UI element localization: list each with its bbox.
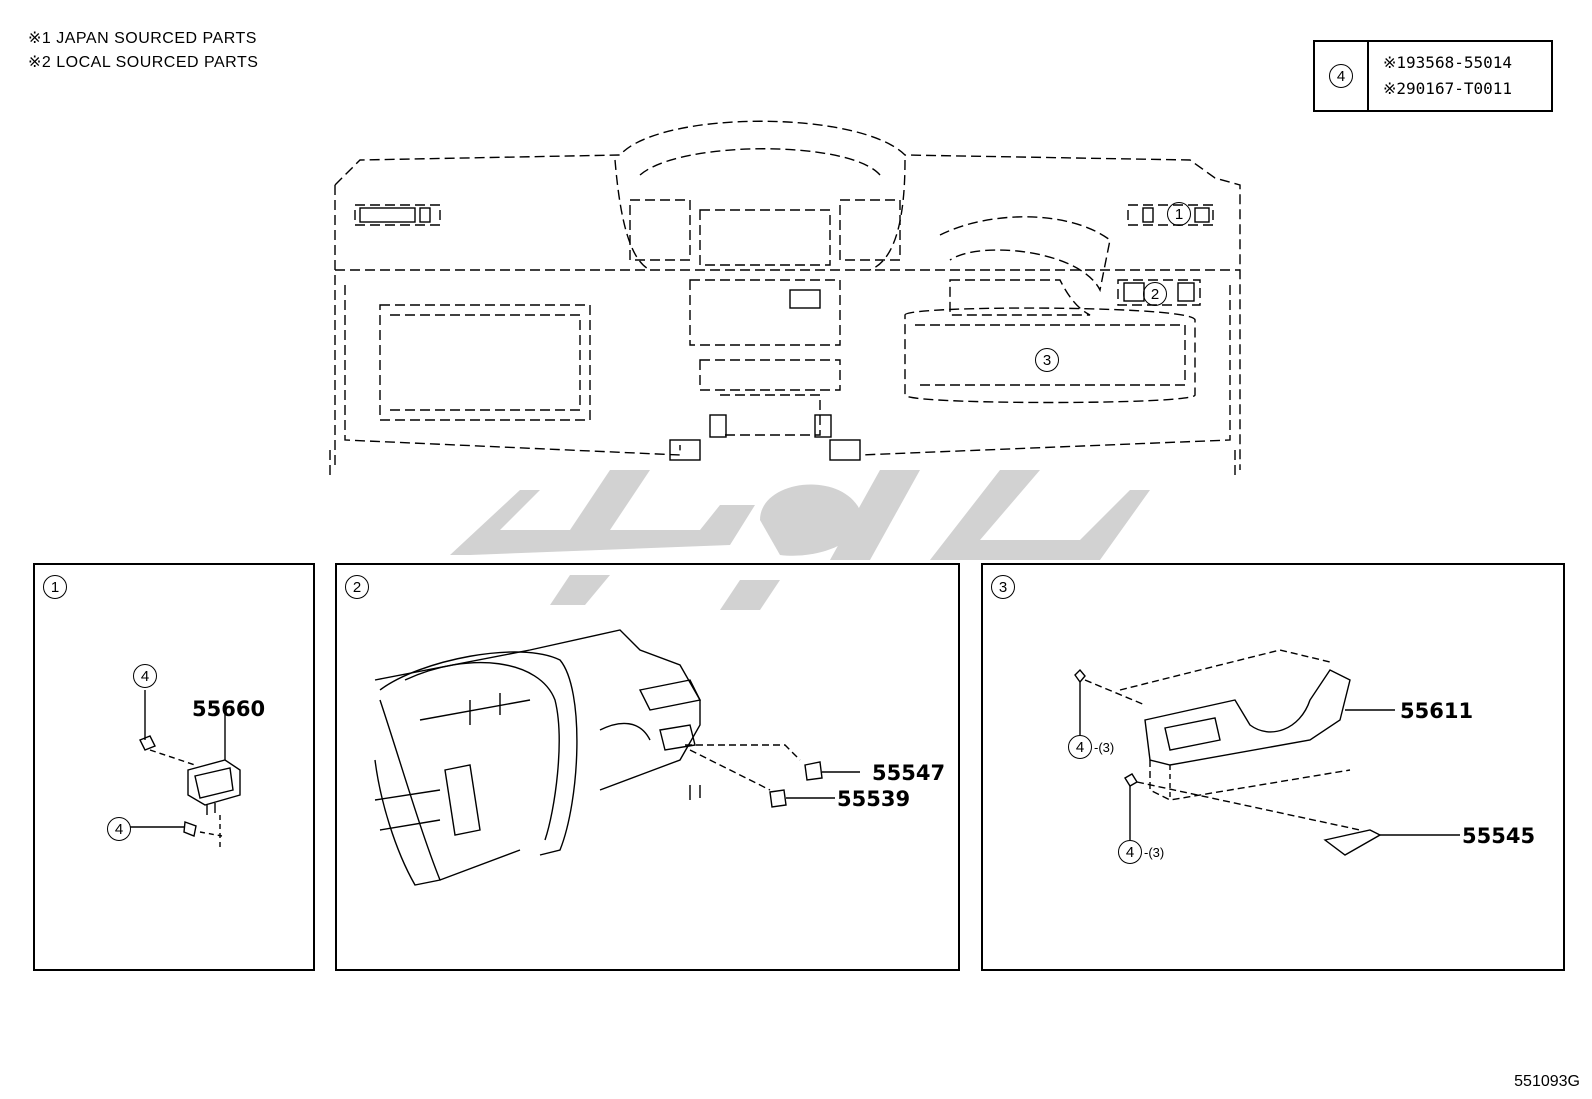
part-number-55611: 55611 [1400,699,1474,723]
panel3-callout-upper: 4 [1068,735,1092,759]
part-number-55660: 55660 [192,697,266,721]
dashboard-overview-details [359,207,1210,461]
ref-key-circle: 4 [1329,64,1353,88]
overview-callout-1: 1 [1167,202,1191,226]
note-japan-sourced: ※1 JAPAN SOURCED PARTS [28,30,257,47]
detail-panel-2: 2 [335,563,960,971]
ref-table-values: ※193568-55014 ※290167-T0011 [1369,42,1551,110]
part-number-55545: 55545 [1462,824,1536,848]
part-number-55539: 55539 [837,787,911,811]
diagram-code: 551093G [1514,1073,1580,1090]
panel3-qty-lower: -(3) [1144,845,1165,860]
panel1-callout-top: 4 [133,664,157,688]
detail-panel-3: 3 [981,563,1565,971]
ref-row-japan: ※193568-55014 [1383,53,1512,72]
note-local-sourced: ※2 LOCAL SOURCED PARTS [28,54,259,71]
panel-3-tag: 3 [991,575,1015,599]
panel3-drawing [1074,649,1460,856]
dashboard-overview [329,120,1241,475]
panel2-drawing [374,629,860,886]
detail-panel-1: 1 [33,563,315,971]
overview-callout-2: 2 [1143,282,1167,306]
panel3-qty-upper: -(3) [1094,740,1115,755]
ref-table-key: 4 [1315,42,1369,110]
panel1-callout-bottom: 4 [107,817,131,841]
overview-callout-3: 3 [1035,348,1059,372]
panel1-drawing [130,690,241,848]
ref-row-local: ※290167-T0011 [1383,79,1512,98]
watermark-shape [450,470,1150,610]
panel3-callout-lower: 4 [1118,840,1142,864]
part-reference-table: 4 ※193568-55014 ※290167-T0011 [1313,40,1553,112]
panel-1-tag: 1 [43,575,67,599]
panel-2-tag: 2 [345,575,369,599]
part-number-55547: 55547 [872,761,946,785]
